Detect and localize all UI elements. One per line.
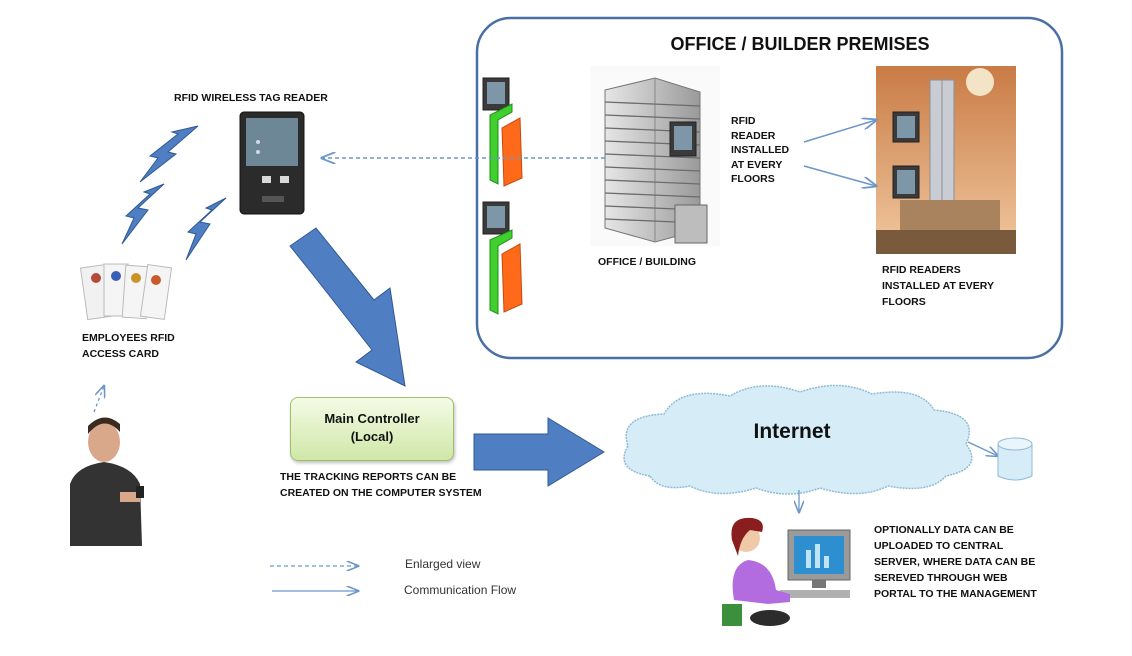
rfid-reader-title: RFID WIRELESS TAG READER xyxy=(174,92,328,104)
arrow-to-database xyxy=(967,441,998,456)
arrow-reader-to-controller xyxy=(289,227,406,387)
controller-line-1: Main Controller xyxy=(324,411,420,426)
door-gate-upper xyxy=(482,77,523,187)
premises-title: OFFICE / BUILDER PREMISES xyxy=(670,34,930,54)
door-gate-lower xyxy=(482,201,523,315)
controller-line-2: (Local) xyxy=(350,429,394,444)
arrow-to-reader-upper xyxy=(803,120,876,143)
wireless-signal-icon xyxy=(121,125,227,261)
legend-flow-label: Communication Flow xyxy=(404,583,517,597)
person-to-card-arrow xyxy=(93,386,104,413)
arrow-controller-to-internet xyxy=(473,417,605,487)
tower-photo xyxy=(876,66,1016,254)
office-building-label: OFFICE / BUILDING xyxy=(598,256,696,268)
access-cards-image xyxy=(79,263,173,321)
premises-box xyxy=(475,16,1064,360)
internet-cloud xyxy=(623,384,973,495)
management-user-image xyxy=(722,517,851,626)
office-building-image xyxy=(590,66,720,246)
main-controller-box: Main Controller (Local) xyxy=(290,397,454,461)
database-icon xyxy=(997,437,1033,481)
arrow-to-reader-lower xyxy=(803,165,876,186)
legend-enlarged-label: Enlarged view xyxy=(405,557,481,571)
employee-person-image xyxy=(52,414,156,546)
internet-label: Internet xyxy=(753,420,831,443)
rfid-reader-device xyxy=(239,111,305,215)
